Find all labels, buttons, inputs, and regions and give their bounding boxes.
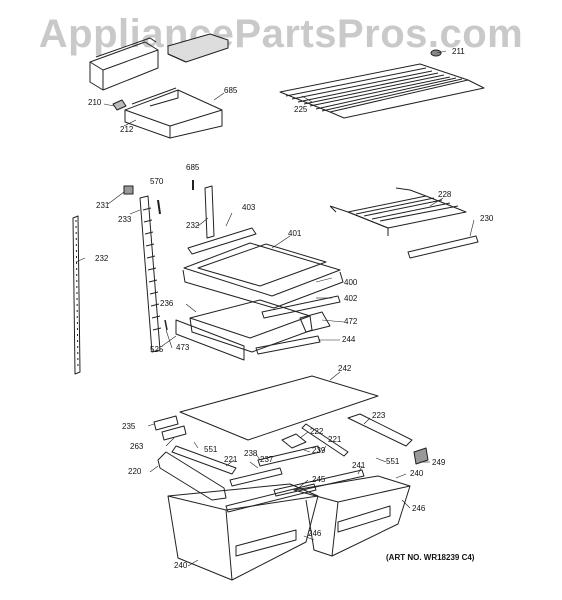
rail-237 bbox=[229, 467, 283, 487]
label-232-b: 232 bbox=[186, 221, 200, 230]
trim-230 bbox=[407, 235, 479, 259]
label-212: 212 bbox=[120, 125, 134, 134]
art-number: (ART NO. WR18239 C4) bbox=[386, 553, 475, 562]
label-570: 570 bbox=[150, 177, 164, 186]
label-472: 472 bbox=[344, 317, 358, 326]
rail-239 bbox=[257, 445, 321, 467]
screw-570 bbox=[157, 199, 161, 215]
shelf-front-trim bbox=[187, 227, 257, 255]
label-210: 210 bbox=[88, 98, 102, 107]
label-403: 403 bbox=[242, 203, 256, 212]
label-551-b: 551 bbox=[386, 457, 400, 466]
label-223: 223 bbox=[372, 411, 386, 420]
label-238: 238 bbox=[244, 449, 258, 458]
side-rail-short bbox=[204, 185, 215, 239]
clip-part bbox=[112, 99, 127, 111]
part-211 bbox=[430, 49, 442, 57]
rail-221b bbox=[171, 445, 237, 475]
label-211: 211 bbox=[452, 47, 465, 56]
door-shelf-bin bbox=[89, 37, 159, 91]
label-231: 231 bbox=[96, 201, 110, 210]
label-237: 237 bbox=[260, 455, 274, 464]
wire-shelf-top bbox=[279, 63, 485, 119]
label-402: 402 bbox=[344, 294, 358, 303]
label-222: 222 bbox=[310, 427, 324, 436]
label-685-b: 685 bbox=[186, 163, 200, 172]
label-240-b: 240 bbox=[174, 561, 188, 570]
crisper-drawer bbox=[175, 299, 313, 361]
label-233: 233 bbox=[118, 215, 132, 224]
label-245: 245 bbox=[312, 475, 326, 484]
part-235 bbox=[153, 415, 179, 431]
label-241: 241 bbox=[352, 461, 366, 470]
label-244: 244 bbox=[342, 335, 356, 344]
drawer-left bbox=[167, 483, 319, 581]
crisper-cover-glass bbox=[179, 375, 379, 441]
shelf-frame bbox=[182, 269, 344, 309]
label-235: 235 bbox=[122, 422, 136, 431]
part-222 bbox=[281, 433, 307, 449]
label-220: 220 bbox=[128, 467, 142, 476]
label-228: 228 bbox=[438, 190, 452, 199]
label-225: 225 bbox=[294, 105, 308, 114]
side-rail-long bbox=[72, 215, 81, 375]
glass-shelf bbox=[183, 242, 341, 297]
door-shelf-rail bbox=[124, 87, 223, 139]
label-246: 246 bbox=[412, 504, 426, 513]
label-239: 239 bbox=[312, 446, 326, 455]
label-232: 232 bbox=[95, 254, 109, 263]
label-236: 236 bbox=[160, 299, 174, 308]
label-221: 221 bbox=[328, 435, 342, 444]
label-242: 242 bbox=[338, 364, 352, 373]
rail-221 bbox=[301, 423, 349, 457]
trim-244 bbox=[255, 335, 321, 355]
drawer-right bbox=[293, 475, 411, 557]
watermark: AppliancePartsPros.com bbox=[38, 12, 524, 56]
label-400: 400 bbox=[344, 278, 358, 287]
label-685: 685 bbox=[224, 86, 238, 95]
bracket-220 bbox=[157, 451, 227, 501]
trim-402 bbox=[261, 295, 341, 319]
rail-223 bbox=[347, 413, 413, 447]
part-263 bbox=[161, 425, 187, 441]
part-231 bbox=[123, 185, 134, 195]
label-525: 525 bbox=[150, 345, 164, 354]
trim-472 bbox=[299, 311, 331, 333]
part-249 bbox=[413, 447, 429, 465]
label-249: 249 bbox=[432, 458, 446, 467]
label-473: 473 bbox=[176, 343, 190, 352]
label-551: 551 bbox=[204, 445, 218, 454]
label-230: 230 bbox=[480, 214, 494, 223]
label-240: 240 bbox=[410, 469, 424, 478]
wire-shelf-right bbox=[329, 187, 467, 236]
ladder-rail bbox=[139, 195, 162, 353]
screw-525 bbox=[164, 319, 168, 331]
door-shelf-small bbox=[167, 33, 229, 63]
label-246-b: 246 bbox=[308, 529, 322, 538]
label-263: 263 bbox=[130, 442, 144, 451]
label-401: 401 bbox=[288, 229, 302, 238]
label-221-b: 221 bbox=[224, 455, 238, 464]
